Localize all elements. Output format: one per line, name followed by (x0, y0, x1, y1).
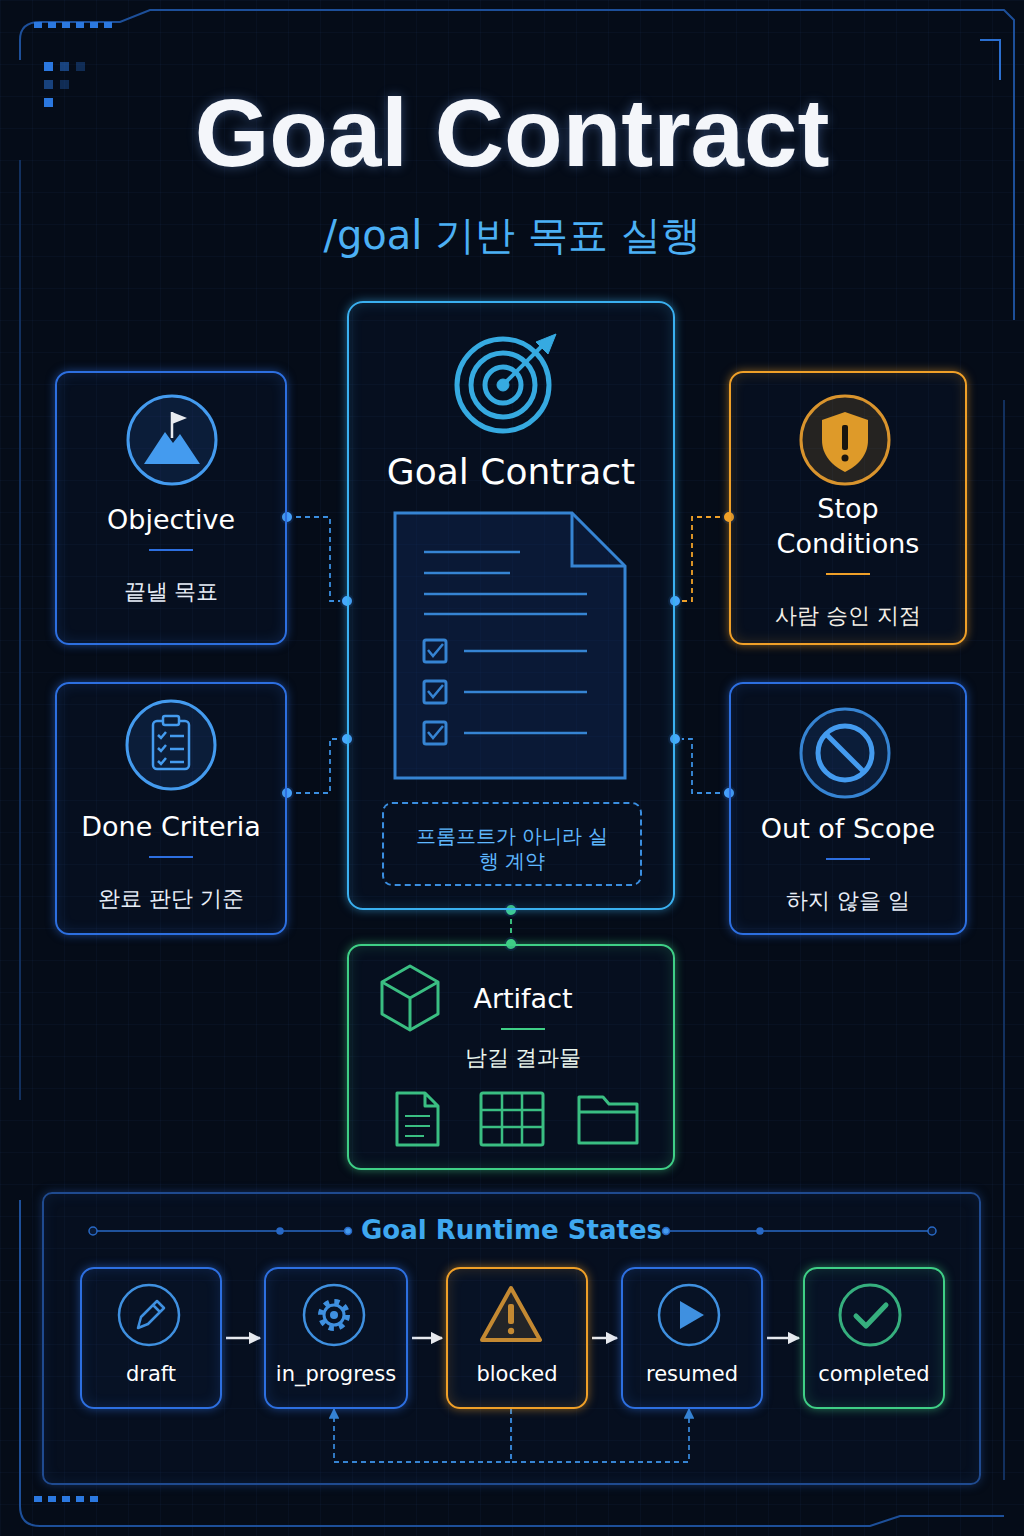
contract-box: Objective 끝낼 목표 (55, 371, 287, 645)
divider-line (149, 856, 193, 858)
state-box: in_progress (264, 1267, 408, 1409)
divider-line (826, 573, 870, 575)
box-heading: in_progress (276, 1361, 396, 1387)
subtitle: /goal 기반 목표 실행 (0, 208, 1024, 263)
states-panel: Goal Runtime States draft in_progress block… (42, 1192, 981, 1485)
dashed-connector (675, 517, 729, 601)
state-box: blocked (446, 1267, 588, 1409)
divider-line (826, 858, 870, 860)
contract-box: Goal Contract 프롬프트가 아니라 실행 계약 (347, 301, 675, 910)
contract-box: Stop Conditions 사람 승인 지점 (729, 371, 967, 645)
divider-line (501, 1028, 545, 1030)
box-subtext: 사람 승인 지점 (775, 602, 921, 630)
box-heading: Out of Scope (761, 812, 935, 846)
box-heading: draft (126, 1361, 176, 1387)
box-subtext: 끝낼 목표 (124, 578, 219, 606)
state-box: completed (803, 1267, 945, 1409)
box-heading: 프롬프트가 아니라 실행 계약 (407, 824, 617, 874)
dashed-connector (287, 739, 347, 793)
dashed-connector (675, 739, 729, 793)
contract-box: Out of Scope 하지 않을 일 (729, 682, 967, 935)
page-title: Goal Contract (0, 78, 1024, 188)
box-heading: Goal Contract (387, 449, 635, 494)
box-heading: resumed (646, 1361, 738, 1387)
state-box: resumed (621, 1267, 763, 1409)
box-heading: blocked (476, 1361, 557, 1387)
divider-line (149, 549, 193, 551)
box-heading: Stop Conditions (758, 491, 938, 561)
box-heading: Objective (107, 503, 235, 537)
box-subtext: 남길 결과물 (465, 1044, 582, 1072)
box-heading: Goal Runtime States (361, 1214, 662, 1247)
box-subtext: 하지 않을 일 (786, 887, 910, 915)
contract-box: Done Criteria 완료 판단 기준 (55, 682, 287, 935)
note-box: 프롬프트가 아니라 실행 계약 (382, 802, 642, 886)
box-heading: Done Criteria (81, 810, 260, 844)
dashed-connector (287, 517, 347, 601)
box-subtext: 완료 판단 기준 (98, 885, 244, 913)
box-heading: Artifact (473, 982, 572, 1016)
state-box: draft (80, 1267, 222, 1409)
contract-box: Artifact 남길 결과물 (347, 944, 675, 1170)
box-heading: completed (818, 1361, 929, 1387)
